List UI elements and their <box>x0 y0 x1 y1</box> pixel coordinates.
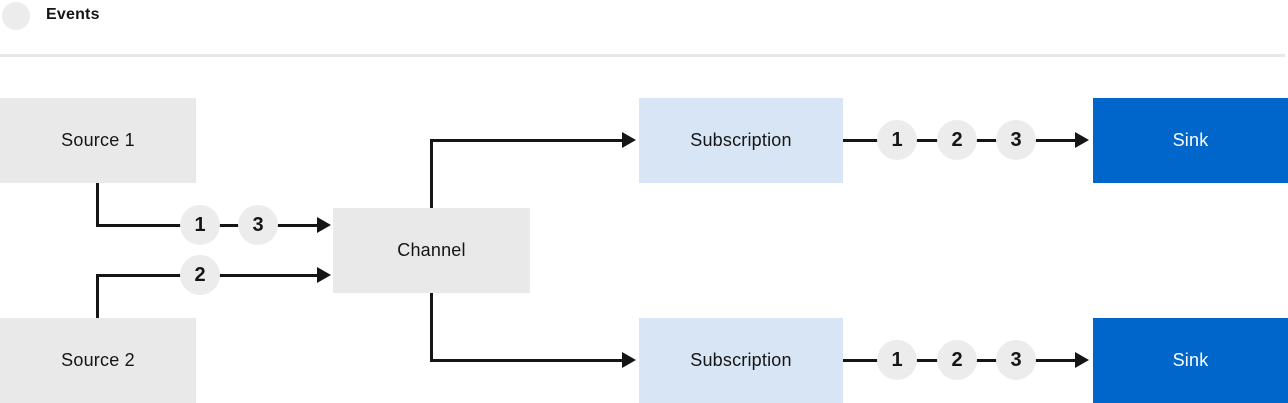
event-badge-1: 1 <box>180 205 220 245</box>
node-source2-label: Source 2 <box>61 350 135 370</box>
event-circle-legend-icon <box>2 2 30 30</box>
node-source1-label: Source 1 <box>61 130 135 150</box>
arrowhead-into-sink1-icon <box>1075 132 1089 148</box>
node-channel: Channel <box>333 208 530 293</box>
legend-divider <box>0 54 1285 57</box>
event-badge-3: 3 <box>996 120 1036 160</box>
event-badge-1: 1 <box>877 120 917 160</box>
node-sink1-label: Sink <box>1172 130 1209 150</box>
node-subscription2: Subscription <box>639 318 843 403</box>
connector-channel-down <box>430 293 433 362</box>
arrowhead-into-channel-top-icon <box>317 217 331 233</box>
event-badge-3: 3 <box>238 205 278 245</box>
node-source1: Source 1 <box>0 98 196 183</box>
event-badge-2: 2 <box>937 340 977 380</box>
legend-events-label: Events <box>46 6 100 23</box>
connector-channel-to-subscription1 <box>430 138 622 142</box>
connector-channel-up <box>430 138 433 208</box>
connector-source2-up <box>95 273 99 318</box>
event-badge-2: 2 <box>180 255 220 295</box>
node-sink2-label: Sink <box>1172 350 1209 370</box>
node-sink1: Sink <box>1093 98 1288 183</box>
node-channel-label: Channel <box>397 240 466 260</box>
node-source2: Source 2 <box>0 318 196 403</box>
arrowhead-into-channel-bottom-icon <box>317 267 331 283</box>
arrowhead-into-sink2-icon <box>1075 352 1089 368</box>
node-subscription1: Subscription <box>639 98 843 183</box>
connector-source1-down <box>95 183 99 227</box>
event-badge-1: 1 <box>877 340 917 380</box>
event-badge-3: 3 <box>996 340 1036 380</box>
connector-channel-to-subscription2 <box>430 358 622 362</box>
event-badge-2: 2 <box>937 120 977 160</box>
arrowhead-into-subscription2-icon <box>622 352 636 368</box>
node-subscription2-label: Subscription <box>690 350 792 370</box>
node-subscription1-label: Subscription <box>690 130 792 150</box>
node-sink2: Sink <box>1093 318 1288 403</box>
arrowhead-into-subscription1-icon <box>622 132 636 148</box>
